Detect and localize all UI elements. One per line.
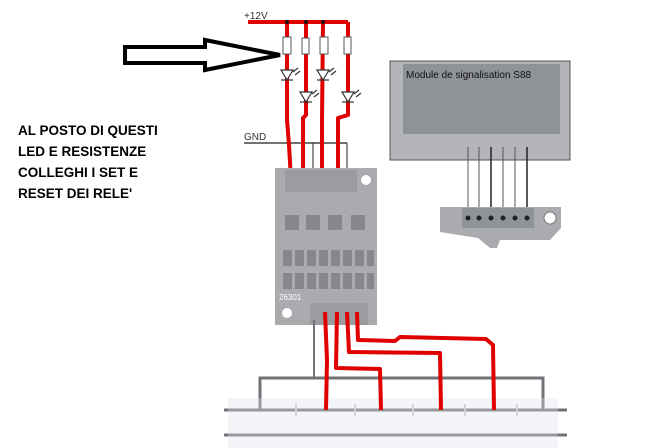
relay-board: 26301: [275, 168, 377, 325]
annotation-note: AL POSTO DI QUESTI LED E RESISTENZE COLL…: [18, 120, 158, 204]
arrow-icon: [123, 37, 281, 73]
resistor-icon: [301, 37, 310, 55]
resistor-icon: [319, 36, 329, 55]
resistor-icon: [343, 36, 352, 55]
ground-label: GND: [244, 132, 266, 143]
board-label: 26301: [279, 293, 302, 302]
s88-module: Module de signalisation S88: [389, 60, 571, 248]
module-title: Module de signalisation S88: [406, 70, 532, 81]
led-wires: [248, 20, 350, 181]
track-wires: [323, 311, 496, 411]
annotation-line: AL POSTO DI QUESTI: [18, 123, 158, 138]
led-icon: [279, 67, 301, 82]
led-icon: [340, 89, 362, 104]
supply-label: +12V: [244, 11, 268, 22]
annotation-line: COLLEGHI I SET E: [18, 165, 139, 180]
resistors: [282, 36, 352, 55]
led-icon: [298, 89, 320, 104]
led-icon: [315, 67, 337, 82]
annotation-line: LED E RESISTENZE: [18, 144, 147, 159]
resistor-icon: [282, 36, 292, 55]
track: [224, 320, 567, 448]
leds: [279, 67, 362, 104]
annotation-line: RESET DEI RELE': [18, 186, 133, 201]
junction-dots: [285, 20, 325, 24]
